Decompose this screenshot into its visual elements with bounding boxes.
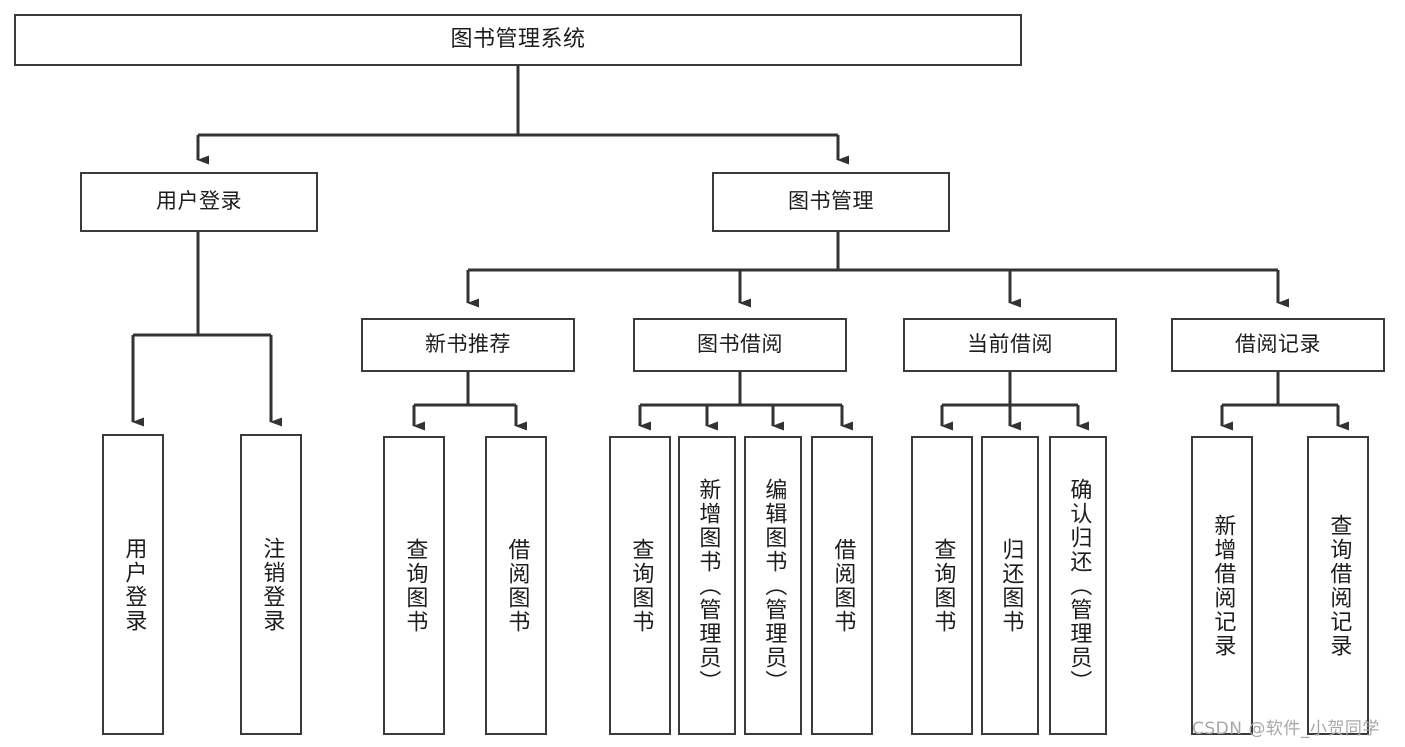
node-book-manage[interactable]: 图书管理 (712, 172, 950, 232)
node-user-login[interactable]: 用户登录 (80, 172, 318, 232)
node-label: 查询图书 (402, 537, 428, 634)
node-leaf-user-login[interactable]: 用户登录 (102, 434, 164, 735)
node-borrow-record[interactable]: 借阅记录 (1171, 318, 1385, 372)
node-label: 图书管理 (788, 189, 874, 214)
node-label: 当前借阅 (967, 332, 1053, 357)
node-label: 用户登录 (121, 536, 147, 633)
node-label: 图书借阅 (697, 332, 783, 357)
node-leaf-query-book-2[interactable]: 查询图书 (609, 436, 671, 735)
node-label: 查询借阅记录 (1326, 513, 1352, 658)
node-leaf-borrow-book-1[interactable]: 借阅图书 (485, 436, 547, 735)
node-leaf-query-book-3[interactable]: 查询图书 (911, 436, 973, 735)
node-new-book-recommend[interactable]: 新书推荐 (361, 318, 575, 372)
csdn-watermark: CSDN @软件_小贺同学 (1192, 719, 1380, 739)
node-leaf-query-record[interactable]: 查询借阅记录 (1307, 436, 1369, 735)
node-label: 查询图书 (628, 537, 654, 634)
node-label: 新增图书（管理员） (695, 477, 721, 694)
node-leaf-add-book[interactable]: 新增图书（管理员） (678, 436, 736, 735)
node-label: 用户登录 (156, 189, 242, 214)
node-leaf-logout-login[interactable]: 注销登录 (240, 434, 302, 735)
node-label: 确认归还（管理员） (1066, 477, 1092, 694)
node-leaf-return-book[interactable]: 归还图书 (981, 436, 1039, 735)
node-label: 归还图书 (998, 537, 1024, 634)
node-current-borrow[interactable]: 当前借阅 (903, 318, 1117, 372)
node-leaf-query-book-1[interactable]: 查询图书 (383, 436, 445, 735)
node-label: 注销登录 (259, 536, 285, 633)
node-label: 图书管理系统 (450, 26, 586, 52)
node-leaf-borrow-book-2[interactable]: 借阅图书 (811, 436, 873, 735)
node-label: 新书推荐 (425, 332, 511, 357)
node-label: 编辑图书（管理员） (761, 477, 787, 694)
node-leaf-add-record[interactable]: 新增借阅记录 (1191, 436, 1253, 735)
node-label: 查询图书 (930, 537, 956, 634)
node-leaf-edit-book[interactable]: 编辑图书（管理员） (744, 436, 802, 735)
node-label: 借阅记录 (1235, 332, 1321, 357)
node-leaf-confirm-return[interactable]: 确认归还（管理员） (1049, 436, 1107, 735)
node-book-borrow[interactable]: 图书借阅 (633, 318, 847, 372)
node-label: 借阅图书 (830, 537, 856, 634)
node-label: 借阅图书 (504, 537, 530, 634)
node-root-system[interactable]: 图书管理系统 (14, 14, 1022, 66)
node-label: 新增借阅记录 (1210, 513, 1236, 658)
